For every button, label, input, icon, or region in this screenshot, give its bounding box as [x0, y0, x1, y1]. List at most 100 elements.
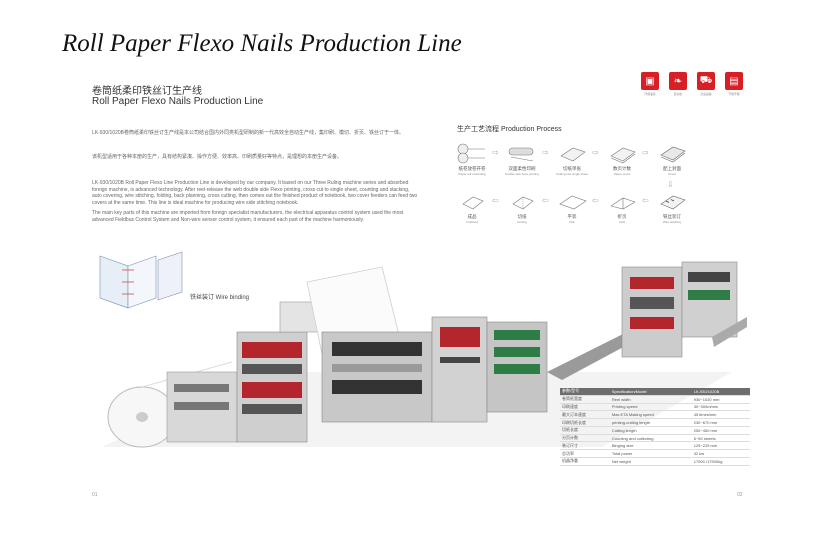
wire-binding-illustration	[92, 248, 184, 312]
spec-cell: 45 times/min	[691, 410, 750, 420]
truck-icon: ⛟	[697, 72, 715, 90]
icon-caption: 环保油墨	[644, 92, 656, 96]
spec-header-row: 参数/型号 Specification/Model LK-930/1020B	[560, 388, 750, 396]
spec-cell: Printing speed	[609, 403, 692, 412]
icon-caption: 节能环保	[728, 92, 740, 96]
step-label-cn: 纸卷放卷开卷	[458, 166, 486, 171]
spec-cell: Max.ETA Making speed	[609, 410, 692, 420]
step-label-cn: 数页计数	[613, 166, 631, 171]
arrow-left-icon: ⇦	[642, 196, 649, 205]
sheet-stack-icon	[605, 142, 639, 164]
arrow-left-icon: ⇦	[492, 196, 499, 205]
step-label-en: Cover	[667, 172, 676, 176]
leaf-icon: ❧	[669, 72, 687, 90]
icon-caption: 高速运输	[700, 92, 712, 96]
step-label-en: Cutting	[517, 220, 527, 224]
stitched-book-icon	[655, 190, 689, 212]
page-number-left: 01	[92, 492, 98, 498]
process-step: 折页 Fold	[600, 190, 644, 224]
spec-cell: Reel width	[609, 395, 692, 404]
intro-paragraph-en-1: LK-930/1020B Roll Paper Flexo Line Produ…	[92, 180, 418, 206]
brochure-title-en: Roll Paper Flexo Nails Production Line	[92, 96, 264, 107]
process-step: 切纸 Cutting	[500, 190, 544, 224]
covered-stack-icon	[655, 142, 689, 164]
spec-cell: 250~450 mm	[691, 426, 750, 435]
spec-header-cell: Specification/Model	[609, 388, 692, 396]
step-label-cn: 双面柔性印刷	[508, 166, 536, 171]
spec-cell: 6~50 sheets	[691, 434, 750, 443]
spec-cell: Binging size	[609, 441, 692, 451]
spec-cell: 32 kw	[691, 449, 750, 459]
step-label-cn: 切纸	[517, 214, 527, 219]
process-title: 生产工艺流程 Production Process	[457, 126, 562, 133]
process-step: 成品 Finished	[450, 190, 494, 224]
icon-caption: 自动化	[673, 92, 683, 96]
process-step: 铁丝装订 Wire stitching	[650, 190, 694, 224]
process-step: 双面柔性印刷 Double side flexo printing	[500, 142, 544, 176]
spec-cell: 分页计数	[560, 434, 610, 443]
spec-cell: 切纸长度	[560, 426, 610, 435]
single-sheet-icon	[555, 142, 589, 164]
spec-cell: 17000 /17500kg	[691, 457, 750, 466]
spec-cell: 总功率	[560, 449, 610, 459]
step-label-cn: 平装	[567, 214, 577, 219]
step-label-cn: 折页	[617, 214, 627, 219]
intro-paragraph-cn-2: 该机型适用于各种本册的生产，具有结构紧凑、操作方便、效率高、印刷质量好等特点，是…	[92, 154, 343, 160]
step-label-en: Wire stitching	[662, 220, 681, 224]
process-step: 配上封面 Cover	[650, 142, 694, 176]
intro-paragraph-cn-1: LK-930/1020B卷筒纸柔印铁丝订生产线是本公司结合国内外同类机型研制的新…	[92, 130, 404, 136]
spec-cell: 卷筒纸宽度	[560, 395, 610, 404]
arrow-left-icon: ⇦	[542, 196, 549, 205]
brochure-title-cn: 卷筒纸柔印铁丝订生产线	[92, 86, 202, 97]
step-label-cn: 切纸单张	[563, 166, 581, 171]
step-label-en: Flat	[569, 220, 575, 224]
step-label-cn: 铁丝装订	[663, 214, 681, 219]
spec-header-cell: 参数/型号	[560, 388, 610, 396]
spec-cell: Total power	[609, 449, 692, 459]
page-title: Roll Paper Flexo Nails Production Line	[62, 30, 462, 57]
page-number-right: 02	[737, 492, 743, 498]
step-label-en: Finished	[466, 220, 478, 224]
step-label-en: Double side flexo printing	[505, 172, 539, 176]
arrow-right-icon: ⇨	[492, 148, 499, 157]
step-label-cn: 配上封面	[663, 166, 681, 171]
wire-binding-label: 铁丝装订 Wire binding	[190, 295, 250, 301]
spec-table: 参数/型号 Specification/Model LK-930/1020B 卷…	[560, 388, 750, 466]
spec-cell: 机器净重	[560, 457, 610, 466]
process-step: 平装 Flat	[550, 190, 594, 224]
step-label-cn: 成品	[467, 214, 477, 219]
flat-book-icon	[555, 190, 589, 212]
production-line-machine	[102, 261, 747, 448]
spec-cell: 装订尺寸	[560, 441, 610, 451]
process-step: 纸卷放卷开卷 Paper roll unwinding	[450, 142, 494, 176]
spec-cell: printing-cutting length	[609, 418, 692, 427]
spec-cell: 最大订本速度	[560, 410, 610, 420]
arrow-right-icon: ⇨	[592, 148, 599, 157]
cut-book-icon	[505, 190, 539, 212]
step-label-en: Paper roll unwinding	[458, 172, 486, 176]
spec-cell: Cutting length	[609, 426, 692, 435]
printer-icon: ▣	[641, 72, 659, 90]
process-step: 数页计数 Paper count	[600, 142, 644, 176]
spec-cell: 230~670 mm	[691, 418, 750, 427]
arrow-left-icon: ⇦	[592, 196, 599, 205]
paper-roll-icon	[455, 142, 489, 164]
spec-cell: 印刷速度	[560, 403, 610, 412]
spec-cell: 印刷切纸长度	[560, 418, 610, 427]
brochure-spread: 卷筒纸柔印铁丝订生产线 Roll Paper Flexo Nails Produ…	[82, 72, 752, 500]
spec-cell: Counting and collecting	[609, 434, 692, 443]
step-label-en: Cutting into single sheet	[555, 172, 589, 176]
arrow-right-icon: ⇨	[542, 148, 549, 157]
intro-paragraph-en-2: The main key parts of this machine are i…	[92, 210, 404, 223]
spec-cell: 125~225 mm	[691, 441, 750, 451]
spec-cell: Net weight	[609, 457, 692, 466]
spec-header-cell: LK-930/1020B	[691, 388, 750, 396]
printing-roller-icon	[505, 142, 539, 164]
